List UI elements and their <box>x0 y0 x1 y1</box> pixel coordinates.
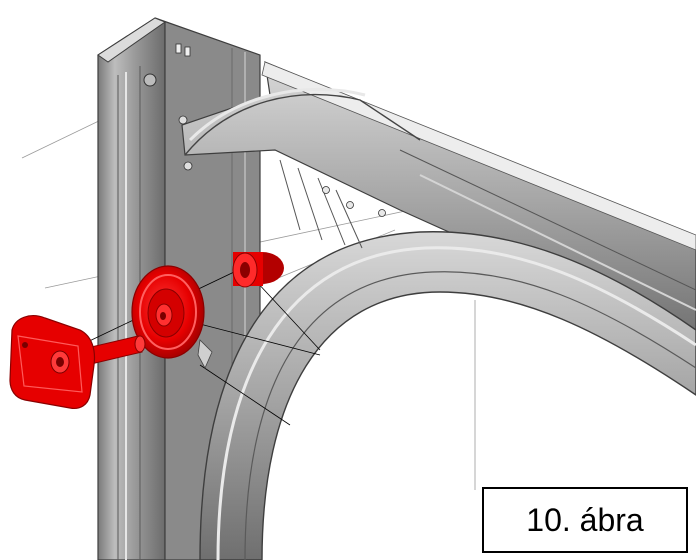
figure-caption-box: 10. ábra <box>482 487 688 553</box>
vertical-post <box>97 17 261 560</box>
figure-caption: 10. ábra <box>526 501 644 538</box>
bracket <box>9 315 96 410</box>
curved-track <box>199 159 696 560</box>
spacer <box>232 252 284 288</box>
fastener <box>197 339 213 369</box>
wheel <box>131 265 205 359</box>
